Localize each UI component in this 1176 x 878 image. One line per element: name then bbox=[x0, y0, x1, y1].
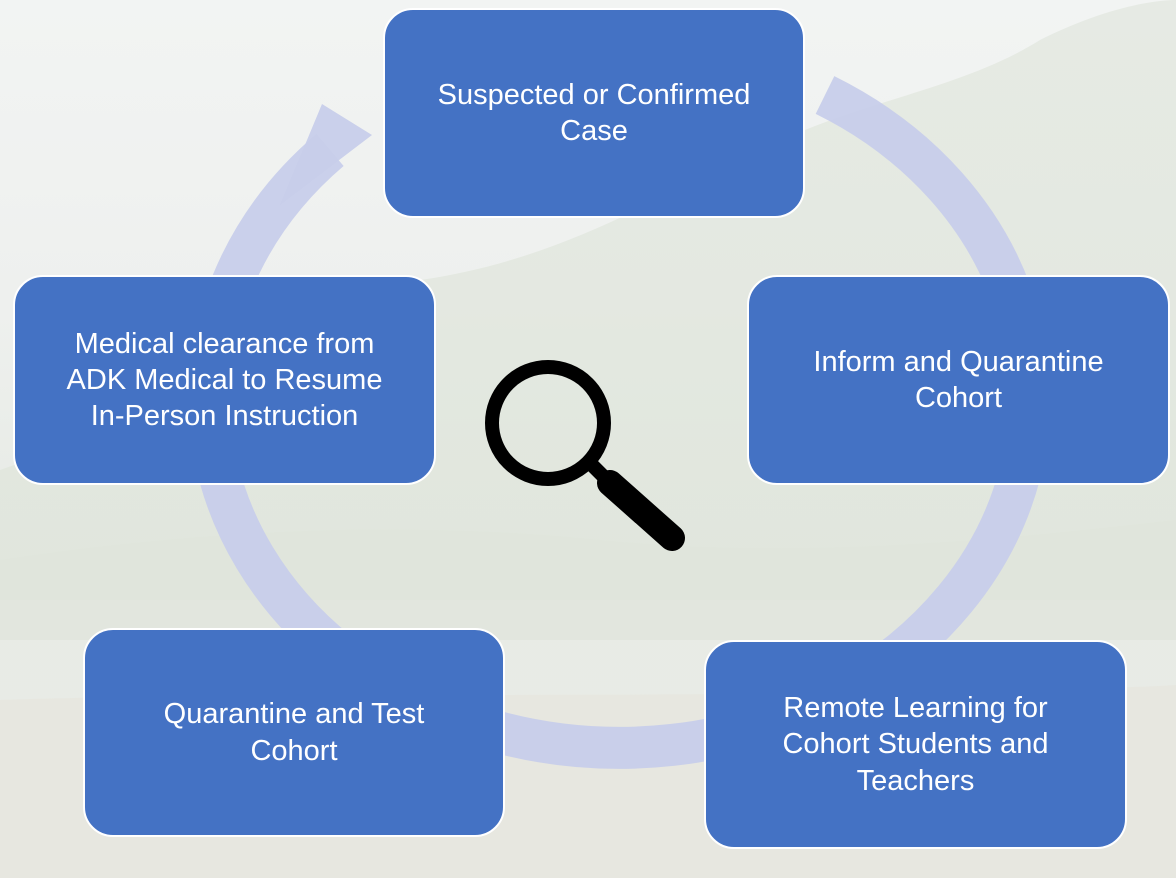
step-label: Medical clearance from ADK Medical to Re… bbox=[66, 327, 383, 433]
step-label: Remote Learning for Cohort Students and … bbox=[782, 692, 1049, 797]
magnifying-glass-icon bbox=[485, 360, 685, 551]
step-medical-clearance: Medical clearance from ADK Medical to Re… bbox=[13, 275, 436, 485]
step-quarantine-and-test-cohort: Quarantine and Test Cohort bbox=[83, 628, 505, 837]
magnifier-lens bbox=[485, 360, 611, 486]
step-remote-learning: Remote Learning for Cohort Students and … bbox=[704, 640, 1127, 849]
cycle-ring-arrowhead bbox=[280, 104, 372, 205]
step-suspected-or-confirmed-case: Suspected or Confirmed Case bbox=[383, 8, 805, 218]
step-label: Suspected or Confirmed Case bbox=[437, 78, 751, 147]
step-label: Inform and Quarantine Cohort bbox=[813, 345, 1104, 414]
magnifier-handle bbox=[597, 470, 685, 551]
step-inform-and-quarantine-cohort: Inform and Quarantine Cohort bbox=[747, 275, 1170, 485]
step-label: Quarantine and Test Cohort bbox=[163, 698, 425, 767]
